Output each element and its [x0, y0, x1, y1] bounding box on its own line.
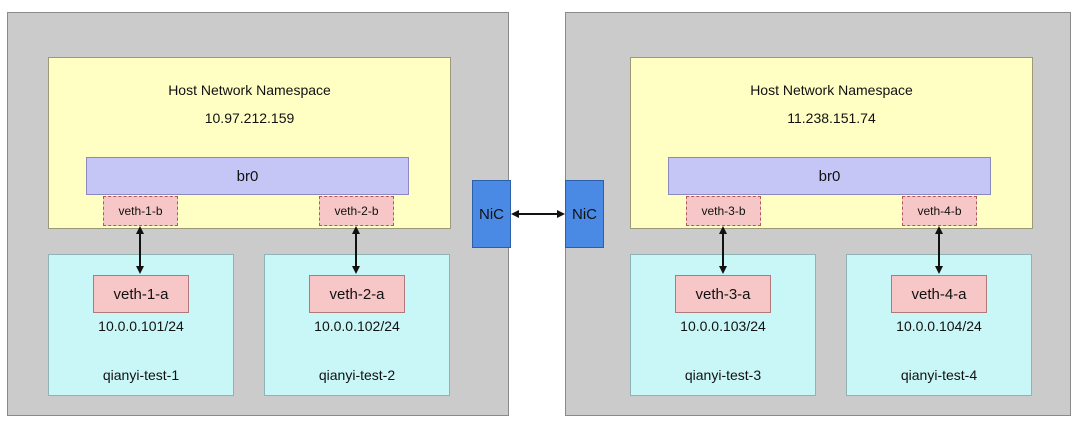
pod-3-ip: 10.0.0.103/24 — [680, 318, 766, 334]
veth-1-a: veth-1-a — [93, 275, 189, 313]
host-1-nic: NiC — [472, 180, 511, 248]
host-1-ip: 10.97.212.159 — [204, 110, 295, 126]
pod-4-ip: 10.0.0.104/24 — [896, 318, 982, 334]
pod-2-name: qianyi-test-2 — [318, 367, 396, 383]
veth-4-b: veth-4-b — [902, 196, 977, 226]
veth-2-b: veth-2-b — [319, 196, 394, 226]
veth-1-b: veth-1-b — [103, 196, 178, 226]
veth-3-b: veth-3-b — [686, 196, 761, 226]
host-2-bridge: br0 — [668, 157, 991, 195]
host-1-namespace-title: Host Network Namespace — [168, 82, 331, 98]
pod-2-ip: 10.0.0.102/24 — [314, 318, 400, 334]
host-1-bridge: br0 — [86, 157, 409, 195]
veth-3-a: veth-3-a — [675, 275, 771, 313]
host-2-nic: NiC — [565, 180, 604, 248]
pod-3-name: qianyi-test-3 — [684, 367, 762, 383]
pod-4-name: qianyi-test-4 — [900, 367, 978, 383]
host-2-ip: 11.238.151.74 — [787, 110, 876, 126]
pod-1-name: qianyi-test-1 — [102, 367, 180, 383]
pod-1-ip: 10.0.0.101/24 — [98, 318, 184, 334]
veth-2-a: veth-2-a — [309, 275, 405, 313]
veth-4-a: veth-4-a — [891, 275, 987, 313]
host-2-namespace-title: Host Network Namespace — [750, 82, 913, 98]
